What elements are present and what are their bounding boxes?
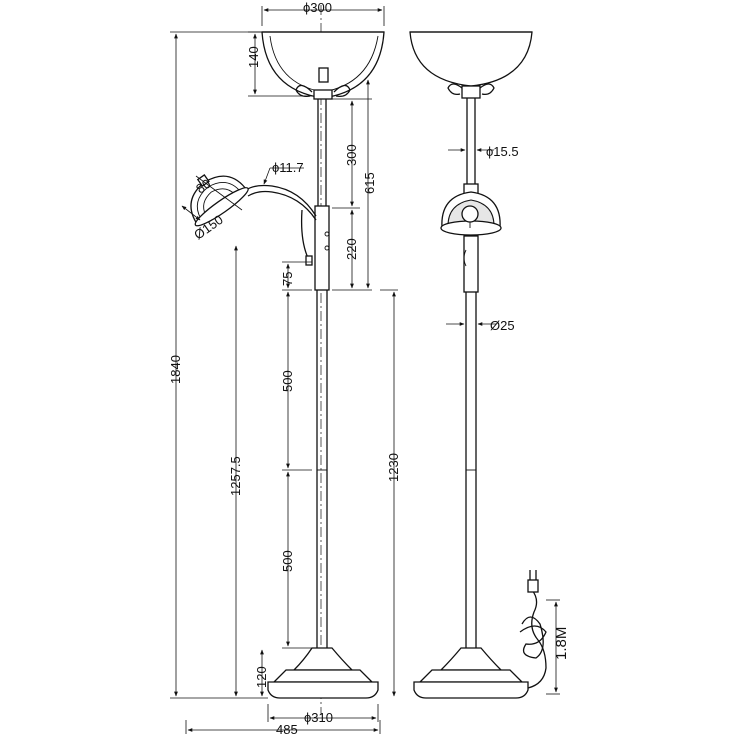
front-base-neck bbox=[292, 647, 354, 671]
side-bulb bbox=[461, 205, 479, 223]
label-top-shade-height: 140 bbox=[246, 46, 261, 68]
front-base-mid bbox=[272, 669, 374, 683]
side-left-curl bbox=[447, 83, 463, 96]
label-base-diameter: ϕ310 bbox=[304, 710, 333, 725]
front-right-curl bbox=[333, 84, 351, 98]
side-top-collar bbox=[461, 85, 481, 99]
front-top-socket bbox=[318, 67, 329, 83]
side-power-cord bbox=[527, 589, 547, 689]
front-switch-knob-1 bbox=[324, 231, 330, 237]
label-reading-height: 1257.5 bbox=[228, 456, 243, 496]
label-collar: 75 bbox=[280, 272, 295, 286]
side-right-curl bbox=[479, 83, 495, 96]
front-view-lamp bbox=[190, 5, 385, 715]
label-total-height: 1840 bbox=[168, 355, 183, 384]
front-top-shade bbox=[261, 31, 385, 99]
label-top-shade-diameter: ϕ300 bbox=[303, 0, 332, 15]
label-cord-length: 1.8M bbox=[553, 627, 570, 660]
side-base-foot bbox=[413, 681, 529, 699]
label-upper-stem: 300 bbox=[344, 144, 359, 166]
label-side-stem-diameter: ϕ15.5 bbox=[486, 144, 519, 159]
label-switch-section: 220 bbox=[344, 238, 359, 260]
side-top-shade bbox=[409, 31, 533, 87]
side-base-mid bbox=[418, 669, 524, 683]
side-base-neck bbox=[439, 647, 503, 671]
front-switch-housing bbox=[314, 205, 330, 291]
front-pull-cord-end bbox=[305, 255, 313, 266]
label-overall-width: 485 bbox=[276, 722, 298, 736]
front-top-collar bbox=[313, 89, 333, 100]
front-switch-knob-2 bbox=[324, 245, 330, 251]
dim-reading-depth-line bbox=[181, 205, 201, 221]
label-reading-shade-depth: 80 bbox=[193, 176, 213, 197]
label-tube-lower: 500 bbox=[280, 550, 295, 572]
label-side-pole-diameter: Ø25 bbox=[490, 318, 515, 333]
front-gooseneck-lower bbox=[247, 190, 317, 221]
side-plug-body bbox=[527, 579, 539, 593]
side-view-lamp bbox=[409, 31, 547, 699]
label-reading-arm-diameter: ϕ11.7 bbox=[272, 160, 304, 175]
front-base-foot bbox=[267, 681, 379, 699]
front-gooseneck-upper bbox=[245, 184, 317, 217]
label-switch-height: 1230 bbox=[386, 453, 401, 482]
dimension-labels: ϕ300 140 ϕ11.7 80 Ø150 300 615 220 75 50… bbox=[168, 0, 570, 736]
label-tube-upper: 500 bbox=[280, 370, 295, 392]
label-base-height: 120 bbox=[254, 666, 269, 688]
dimension-lines bbox=[170, 6, 560, 734]
side-cord-coil bbox=[519, 616, 547, 659]
label-total-upper: 615 bbox=[362, 172, 377, 194]
front-pull-cord bbox=[300, 209, 309, 259]
